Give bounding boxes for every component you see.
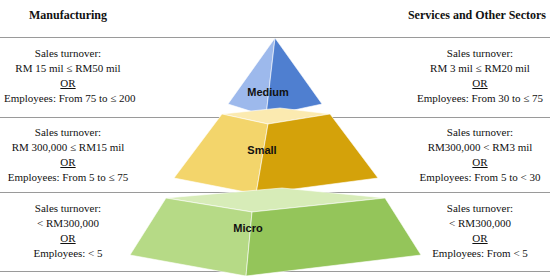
turnover-criterion: Sales turnover: <box>447 46 513 60</box>
column-heading: Services and Other Sectors <box>408 8 546 22</box>
turnover-criterion: Sales turnover: <box>35 125 101 139</box>
employee-criterion: Employees: From 5 to < 30 <box>420 170 541 184</box>
pyramid-tier: Small <box>170 112 380 196</box>
pyramid-tier: Medium <box>225 38 325 118</box>
turnover-criterion: Sales turnover: <box>35 201 101 215</box>
or-word: OR <box>60 155 75 169</box>
employee-criterion: Employees: From 30 to ≤ 75 <box>417 91 543 105</box>
tier-shape <box>125 186 425 278</box>
tier-name: Micro <box>233 222 262 234</box>
turnover-criterion: RM 15 mil ≤ RM50 mil <box>15 61 120 75</box>
employee-criterion: Employees: From 75 to ≤ 200 <box>4 91 136 105</box>
column-heading: Manufacturing <box>29 8 107 22</box>
turnover-criterion: Sales turnover: <box>447 201 513 215</box>
or-word: OR <box>60 231 75 245</box>
turnover-criterion: < RM300,000 <box>449 216 511 230</box>
or-word: OR <box>472 155 487 169</box>
employee-criterion: Employees: < 5 <box>33 246 102 260</box>
tier-name: Medium <box>247 86 289 98</box>
tier-face <box>130 198 252 276</box>
pyramid-tier: Micro <box>125 186 425 278</box>
tier-face <box>266 38 322 116</box>
or-word: OR <box>472 76 487 90</box>
or-word: OR <box>60 76 75 90</box>
turnover-criterion: Sales turnover: <box>447 125 513 139</box>
tier-face <box>246 198 421 276</box>
turnover-criterion: < RM300,000 <box>37 216 99 230</box>
turnover-criterion: Sales turnover: <box>35 46 101 60</box>
or-word: OR <box>472 231 487 245</box>
tier-shape <box>225 38 325 118</box>
turnover-criterion: RM300,000 < RM3 mil <box>428 140 533 154</box>
tier-name: Small <box>247 144 276 156</box>
turnover-criterion: RM 300,000 ≤ RM15 mil <box>12 140 125 154</box>
employee-criterion: Employees: From 5 to ≤ 75 <box>8 170 129 184</box>
employee-criterion: Employees: From < 5 <box>432 246 528 260</box>
turnover-criterion: RM 3 mil ≤ RM20 mil <box>430 61 530 75</box>
